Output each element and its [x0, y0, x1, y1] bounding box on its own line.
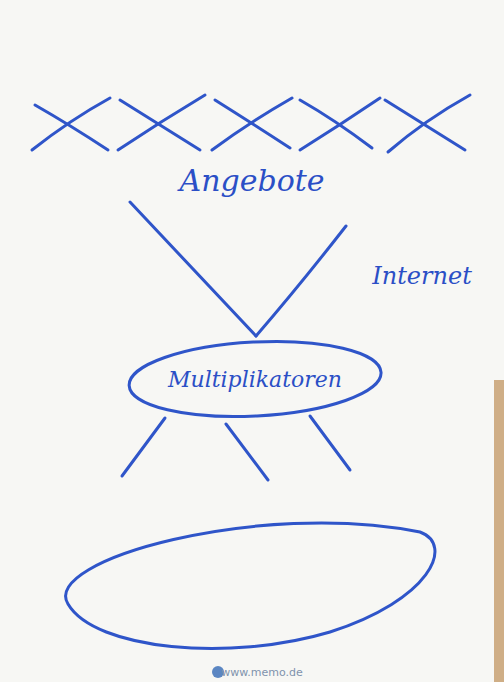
node-text: Multiplikatoren — [168, 367, 342, 392]
spread-line — [226, 424, 268, 480]
watermark: www.memo.de — [221, 666, 302, 679]
spread-line — [122, 418, 165, 476]
cross-stroke — [300, 98, 380, 150]
outline-ellipse — [127, 335, 383, 422]
cross-stroke — [35, 105, 108, 150]
cross-marks — [32, 95, 470, 152]
spread-line — [310, 416, 350, 470]
audience-ellipse — [66, 523, 435, 648]
funnel-line — [130, 202, 256, 336]
funnel-line — [256, 226, 346, 336]
cross-stroke — [300, 100, 372, 148]
ellipse-node: Multiplikatoren — [127, 340, 383, 418]
cross-stroke — [32, 98, 110, 150]
table-edge — [494, 380, 504, 682]
cross-stroke — [388, 95, 470, 152]
cross-stroke — [212, 98, 292, 150]
cross-stroke — [118, 95, 205, 150]
channel-label: Internet — [372, 262, 472, 290]
offer-label: Angebote — [179, 163, 324, 198]
